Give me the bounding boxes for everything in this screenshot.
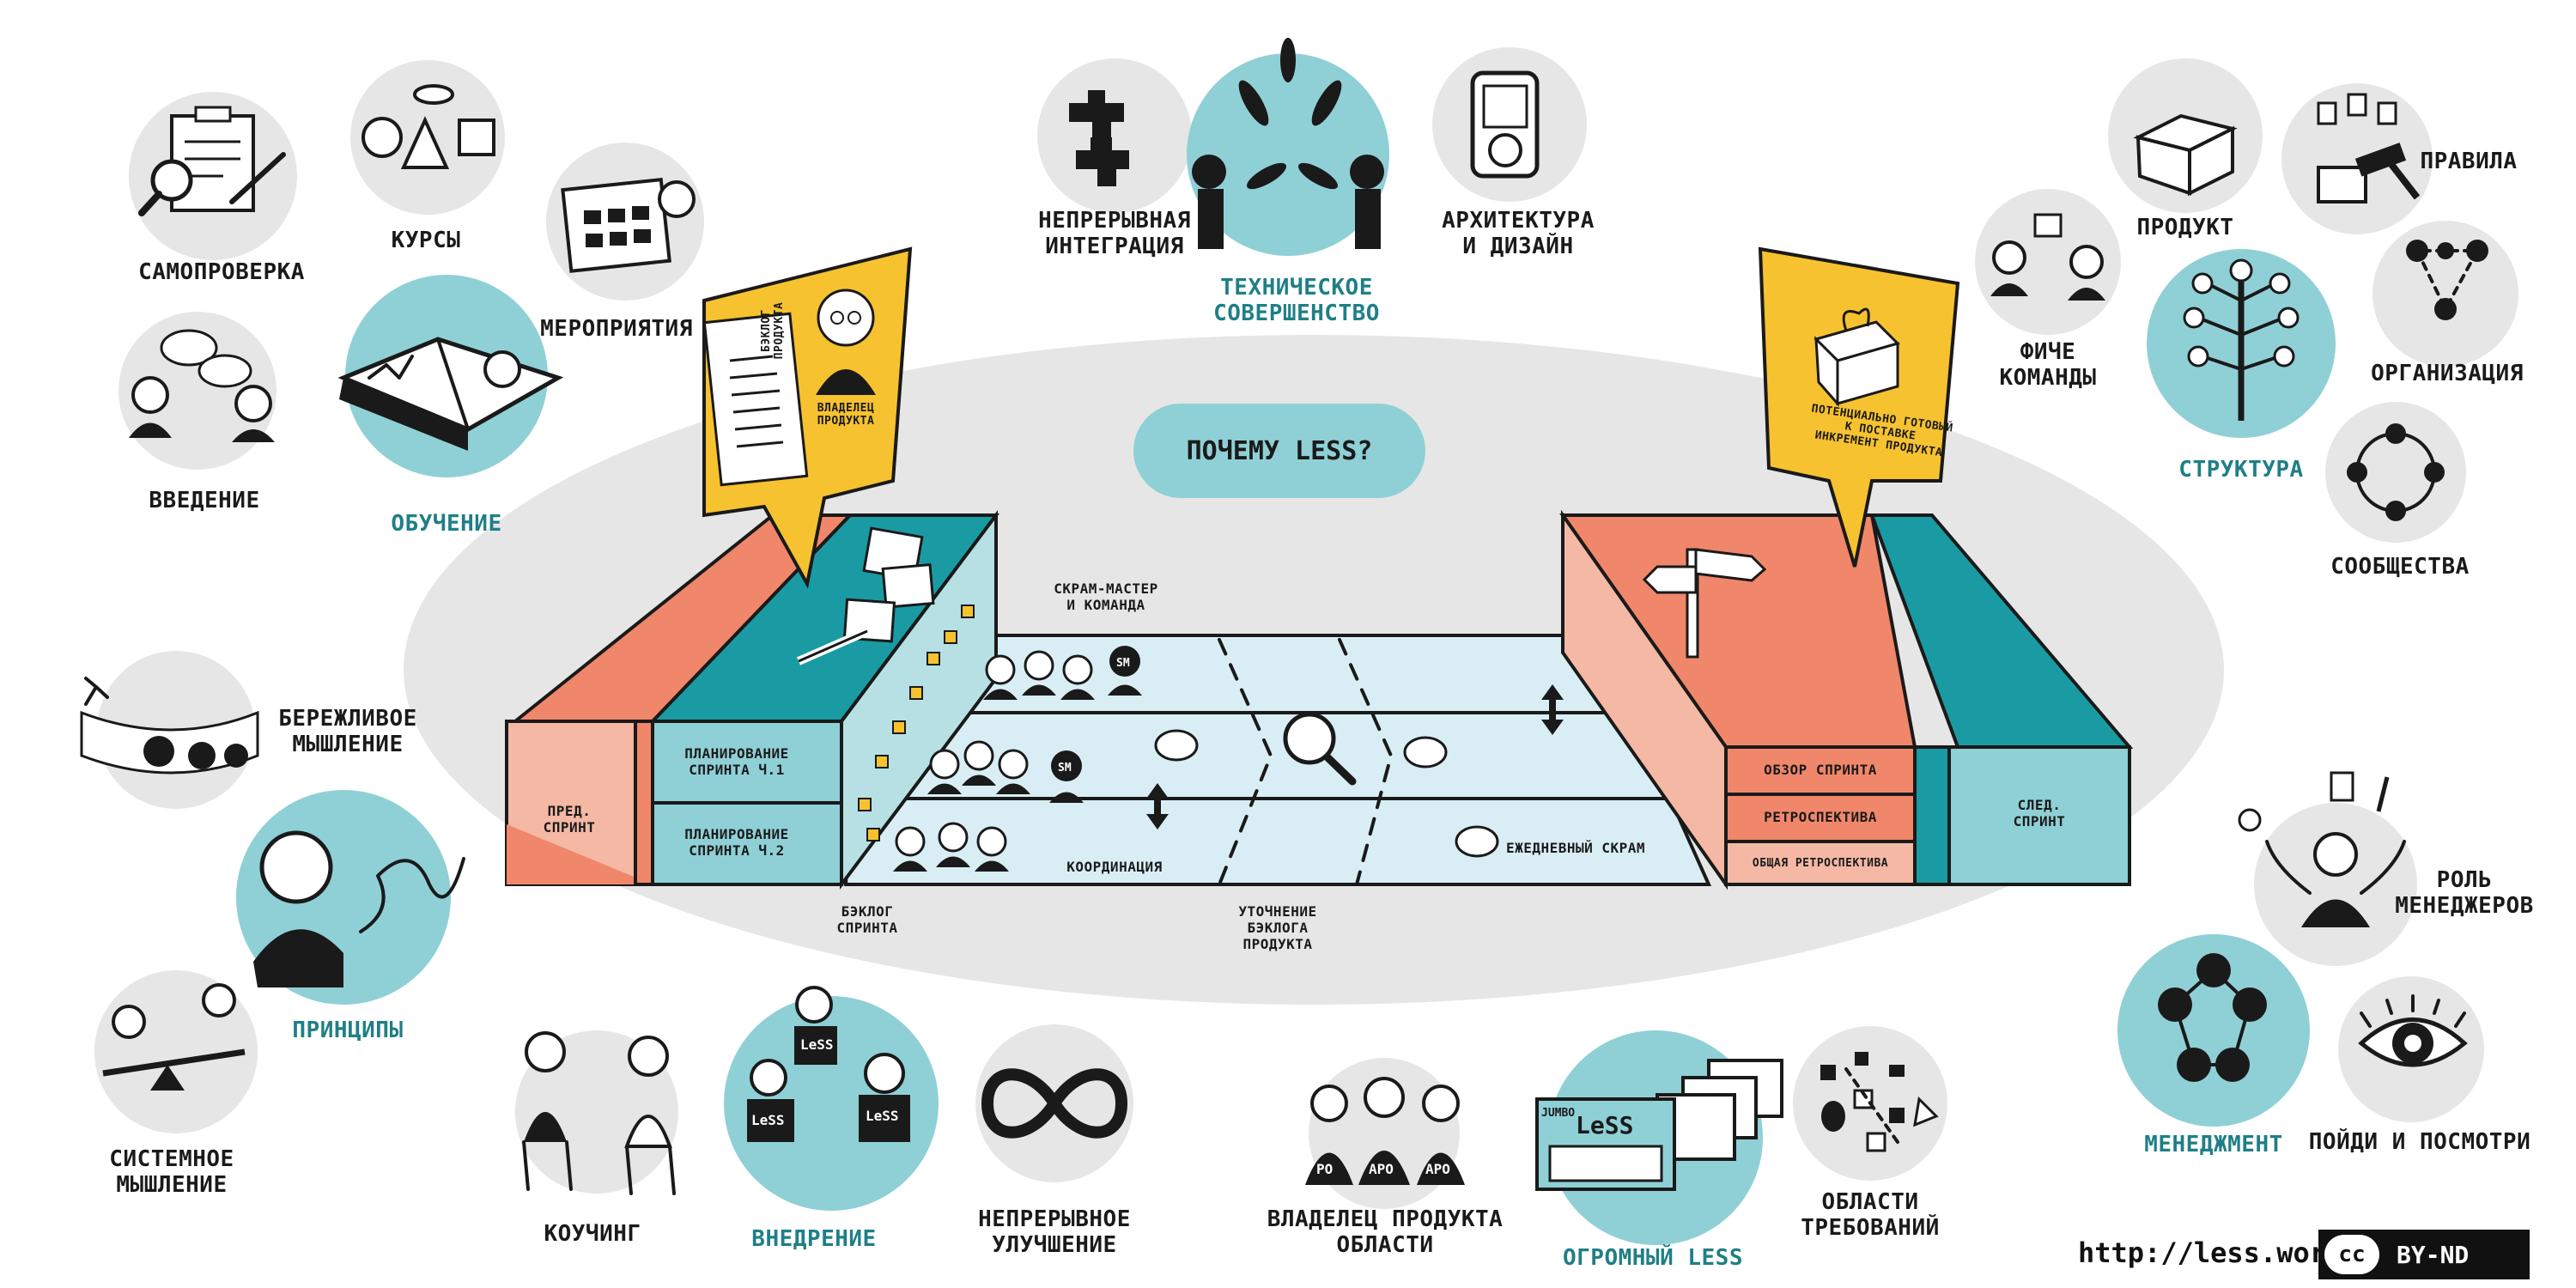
cc-license-badge[interactable]: cc BY-ND [2318, 1230, 2530, 1279]
signpost-icon [1642, 548, 1767, 659]
coaching-illustration [515, 1030, 678, 1195]
less-shirt-1: LeSS [800, 1036, 834, 1053]
label-huge-less[interactable]: ОГРОМНЫЙ LESS [1563, 1245, 1743, 1271]
label-retrospective: РЕТРОСПЕКТИВА [1764, 809, 1877, 825]
apo-badge-1: APO [1369, 1161, 1394, 1177]
learning-illustration [337, 275, 564, 477]
label-coaching[interactable]: КОУЧИНГ [544, 1221, 641, 1247]
label-adoption[interactable]: ВНЕДРЕНИЕ [751, 1226, 877, 1252]
less-box-label: LeSS [1576, 1111, 1633, 1139]
label-prev-sprint: ПРЕД.СПРИНТ [543, 803, 596, 835]
less-shirt-2: LeSS [751, 1112, 785, 1128]
communities-illustration [2325, 402, 2466, 543]
site-url-link[interactable]: http://less.works [2078, 1236, 2360, 1269]
label-courses[interactable]: КУРСЫ [391, 228, 461, 253]
architecture-illustration [1432, 47, 1587, 202]
organization-illustration [2372, 221, 2518, 367]
shippable-increment-sign [1758, 246, 1960, 568]
label-events[interactable]: МЕРОПРИЯТИЯ [540, 316, 693, 342]
less-shirt-3: LeSS [866, 1108, 899, 1124]
management-illustration [2117, 934, 2310, 1127]
label-structure[interactable]: СТРУКТУРА [2178, 457, 2304, 483]
lean-illustration [80, 651, 259, 809]
why-less-title: ПОЧЕМУ LESS? [1186, 435, 1373, 466]
label-daily-scrum: ЕЖЕДНЕВНЫЙ СКРАМ [1505, 840, 1646, 856]
huge-less-illustration: LeSS JUMBO [1535, 1030, 1783, 1245]
rules-illustration [2281, 83, 2433, 234]
label-go-see[interactable]: ПОЙДИ И ПОСМОТРИ [2308, 1129, 2531, 1155]
courses-illustration [350, 60, 505, 215]
sm-badge-2: SM [1058, 762, 1072, 775]
label-principles[interactable]: ПРИНЦИПЫ [292, 1018, 404, 1043]
gift-icon [1814, 307, 1900, 407]
label-coordination: КООРДИНАЦИЯ [1066, 859, 1163, 875]
label-sprint-review: ОБЗОР СПРИНТА [1764, 762, 1877, 778]
magnifier-icon [1283, 712, 1357, 786]
manager-role-illustration [2238, 771, 2417, 966]
go-see-illustration [2338, 976, 2484, 1122]
label-product[interactable]: ПРОДУКТ [2136, 215, 2234, 240]
license-text: BY-ND [2397, 1240, 2470, 1269]
apo-badge-2: APO [1425, 1161, 1450, 1177]
label-management[interactable]: МЕНЕДЖМЕНТ [2144, 1132, 2283, 1157]
sprint-diagram: SM SM [505, 509, 2134, 890]
requirement-areas-illustration [1793, 1026, 1947, 1181]
area-product-owner-illustration: PO APO APO [1305, 1058, 1465, 1209]
adoption-illustration: LeSS LeSS LeSS [724, 986, 939, 1211]
label-rules[interactable]: ПРАВИЛА [2420, 149, 2518, 174]
label-intro[interactable]: ВВЕДЕНИЕ [149, 488, 260, 513]
systems-thinking-illustration [94, 970, 258, 1133]
self-check-illustration [129, 92, 297, 260]
label-learning[interactable]: ОБУЧЕНИЕ [391, 511, 502, 537]
ci-illustration [1037, 58, 1192, 213]
intro-illustration [118, 312, 276, 470]
sm-badge-1: SM [1116, 657, 1130, 670]
label-overall-retrospective: ОБЩАЯ РЕТРОСПЕКТИВА [1752, 857, 1889, 870]
team-people: SM SM [893, 646, 1142, 872]
structure-illustration [2147, 249, 2336, 438]
po-badge: PO [1316, 1161, 1333, 1177]
feature-teams-illustration [1975, 189, 2121, 335]
label-organization[interactable]: ОРГАНИЗАЦИЯ [2371, 361, 2524, 386]
infinity-illustration [975, 1024, 1133, 1182]
tech-excellence-illustration [1187, 38, 1389, 256]
events-illustration [546, 143, 704, 301]
product-illustration [2108, 58, 2263, 213]
why-less-pill[interactable]: ПОЧЕМУ LESS? [1133, 404, 1425, 498]
label-self-check[interactable]: САМОПРОВЕРКА [138, 259, 305, 285]
jumbo-label: JUMBO [1541, 1107, 1575, 1120]
label-next-sprint: СЛЕД.СПРИНТ [2013, 797, 2066, 829]
principles-illustration [236, 790, 465, 1005]
cc-icon: cc [2324, 1235, 2379, 1274]
label-communities[interactable]: СООБЩЕСТВА [2330, 554, 2470, 580]
product-backlog-sign [702, 246, 913, 589]
